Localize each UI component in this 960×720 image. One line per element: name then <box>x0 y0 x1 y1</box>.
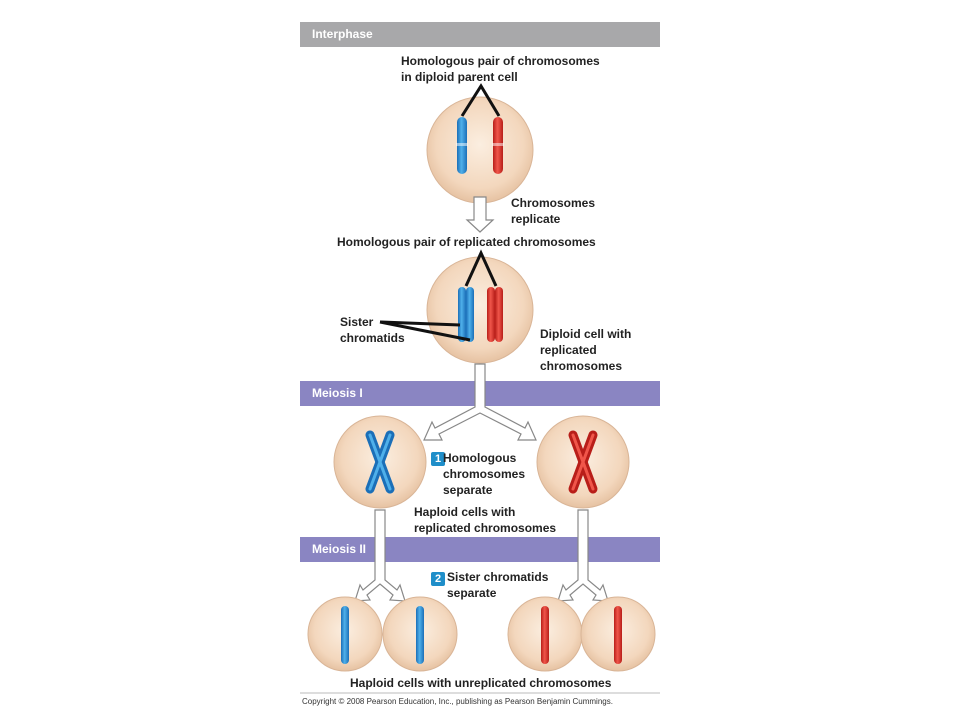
haploid-unreplicated-label: Haploid cells with unreplicated chromoso… <box>350 676 612 690</box>
homologous-pair-label: Homologous pair of chromosomes in diploi… <box>401 54 600 84</box>
homologous-pair-pointer <box>460 83 501 117</box>
diploid-cell-label: Diploid cell with replicated chromosomes <box>540 327 632 373</box>
meiosis-1-split-arrow <box>423 363 537 441</box>
sister-chromatids-label: Sister chromatids <box>340 315 405 345</box>
meiosis-2-band-label-wrap: Meiosis II <box>300 537 660 562</box>
meiosis-2-label: Meiosis II <box>312 542 367 556</box>
replicated-pair-pointer <box>464 249 498 287</box>
meiosis-1-band-label-wrap: Meiosis I <box>300 381 660 406</box>
diploid-parent-cell <box>426 96 534 204</box>
step-2-badge: 2 <box>431 572 445 586</box>
sister-separate-label: Sister chromatids separate <box>447 570 549 600</box>
chromatid-blue-1 <box>458 287 466 342</box>
step-1-badge: 1 <box>431 452 445 466</box>
meiosis-2-split-arrow-right <box>557 509 609 602</box>
replicated-pair-label: Homologous pair of replicated chromosome… <box>337 235 596 249</box>
interphase-band: Interphase <box>300 22 660 47</box>
homologous-separate-label: Homologous chromosomes separate <box>443 451 526 497</box>
single-chromatid-red-1 <box>541 606 549 664</box>
chromatid-blue-2 <box>466 287 474 342</box>
meiosis-2-split-arrow-left <box>354 509 406 602</box>
chromosomes-replicate-label: Chromosomes replicate <box>511 196 596 226</box>
sister-chromatid-pointer-2 <box>379 320 471 342</box>
copyright-text: Copyright © 2008 Pearson Education, Inc.… <box>302 697 613 706</box>
diploid-replicated-cell <box>426 256 534 364</box>
chromatid-red-1 <box>487 287 495 342</box>
interphase-label: Interphase <box>312 27 373 41</box>
chromatid-red-2 <box>495 287 503 342</box>
replicate-arrow <box>465 196 495 233</box>
sister-chromatid-pointer-1 <box>379 320 461 327</box>
x-chromosome-red <box>568 430 598 494</box>
x-chromosome-blue <box>365 430 395 494</box>
meiosis-1-label: Meiosis I <box>312 386 363 400</box>
haploid-replicated-label: Haploid cells with replicated chromosome… <box>414 505 557 535</box>
meiosis-2-band <box>300 537 660 562</box>
single-chromatid-blue-1 <box>341 606 349 664</box>
single-chromatid-blue-2 <box>416 606 424 664</box>
single-chromatid-red-2 <box>614 606 622 664</box>
